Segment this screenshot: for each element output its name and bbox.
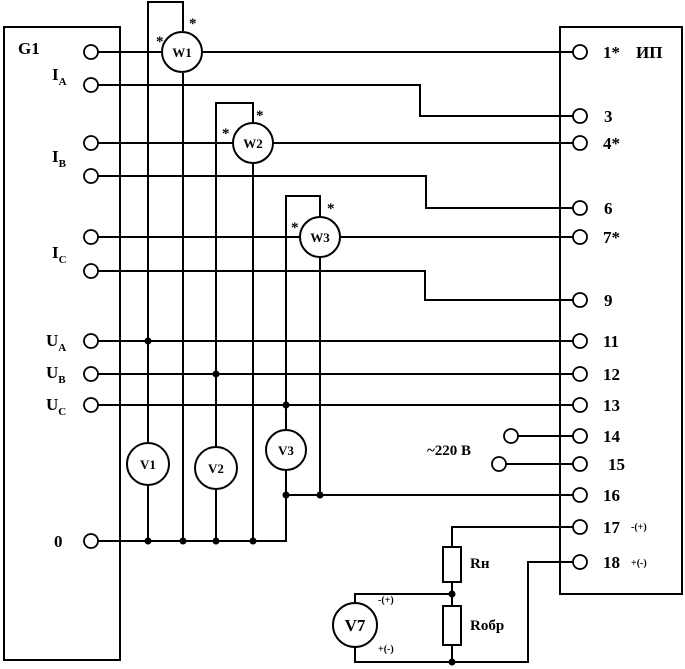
supply-terminal-1 <box>503 428 519 444</box>
wires <box>98 1 573 663</box>
w3-label: W3 <box>310 230 330 245</box>
w1-star-current: * <box>156 34 164 50</box>
terminal-4: 4* <box>603 134 620 153</box>
terminal-11: 11 <box>603 332 619 351</box>
supply-label: ~220 В <box>427 443 471 459</box>
label-uc: UC <box>46 395 66 418</box>
resistor-load-label: Rн <box>470 556 490 572</box>
terminal-12: 12 <box>603 365 620 384</box>
terminal-3: 3 <box>604 107 613 126</box>
wattmeter-w3 <box>299 216 341 258</box>
label-ub: UB <box>46 363 66 386</box>
unit-g1-box <box>3 26 121 661</box>
resistor-feedback <box>442 605 462 646</box>
w2-label: W2 <box>243 136 263 151</box>
w1-label: W1 <box>172 45 192 60</box>
ip-terminals <box>572 44 588 570</box>
v7-polarity-top: -(+) <box>378 595 394 606</box>
voltmeter-v3 <box>265 429 307 471</box>
label-ic: IC <box>52 243 67 266</box>
terminal-14: 14 <box>603 427 621 446</box>
terminal-7: 7* <box>603 228 620 247</box>
label-ua: UA <box>46 331 66 354</box>
g1-title: G1 <box>18 39 40 58</box>
voltmeter-v1 <box>126 442 170 486</box>
supply-terminal-2 <box>491 456 507 472</box>
terminal-18: 18 <box>603 553 620 572</box>
label-zero: 0 <box>54 532 63 551</box>
v2-label: V2 <box>208 461 224 476</box>
voltmeter-v2 <box>194 446 238 490</box>
polarity-17: -(+) <box>631 522 647 533</box>
terminal-1: 1* <box>603 43 620 62</box>
v1-label: V1 <box>140 457 156 472</box>
w1-star-voltage: * <box>189 16 197 32</box>
terminal-9: 9 <box>604 291 613 310</box>
wattmeter-w1 <box>161 31 203 73</box>
ip-title: ИП <box>636 43 662 62</box>
v7-polarity-bottom: +(-) <box>378 644 394 655</box>
v3-label: V3 <box>278 443 294 458</box>
w2-star-voltage: * <box>256 108 264 124</box>
resistor-load <box>442 546 462 583</box>
v7-label: V7 <box>345 616 366 635</box>
terminal-13: 13 <box>603 396 620 415</box>
label-ib: IB <box>52 147 67 170</box>
g1-terminals <box>83 44 99 549</box>
w3-star-current: * <box>291 220 299 236</box>
terminal-17: 17 <box>603 518 621 537</box>
terminal-6: 6 <box>604 199 613 218</box>
voltmeter-v7 <box>332 602 378 648</box>
polarity-18: +(-) <box>631 558 647 569</box>
label-ia: IA <box>52 65 67 88</box>
w2-star-current: * <box>222 126 230 142</box>
w3-star-voltage: * <box>327 201 335 217</box>
wattmeter-w2 <box>232 122 274 164</box>
terminal-16: 16 <box>603 486 620 505</box>
resistor-feedback-label: Rобр <box>470 618 504 634</box>
junction-dots <box>144 337 456 666</box>
terminal-15: 15 <box>608 455 625 474</box>
